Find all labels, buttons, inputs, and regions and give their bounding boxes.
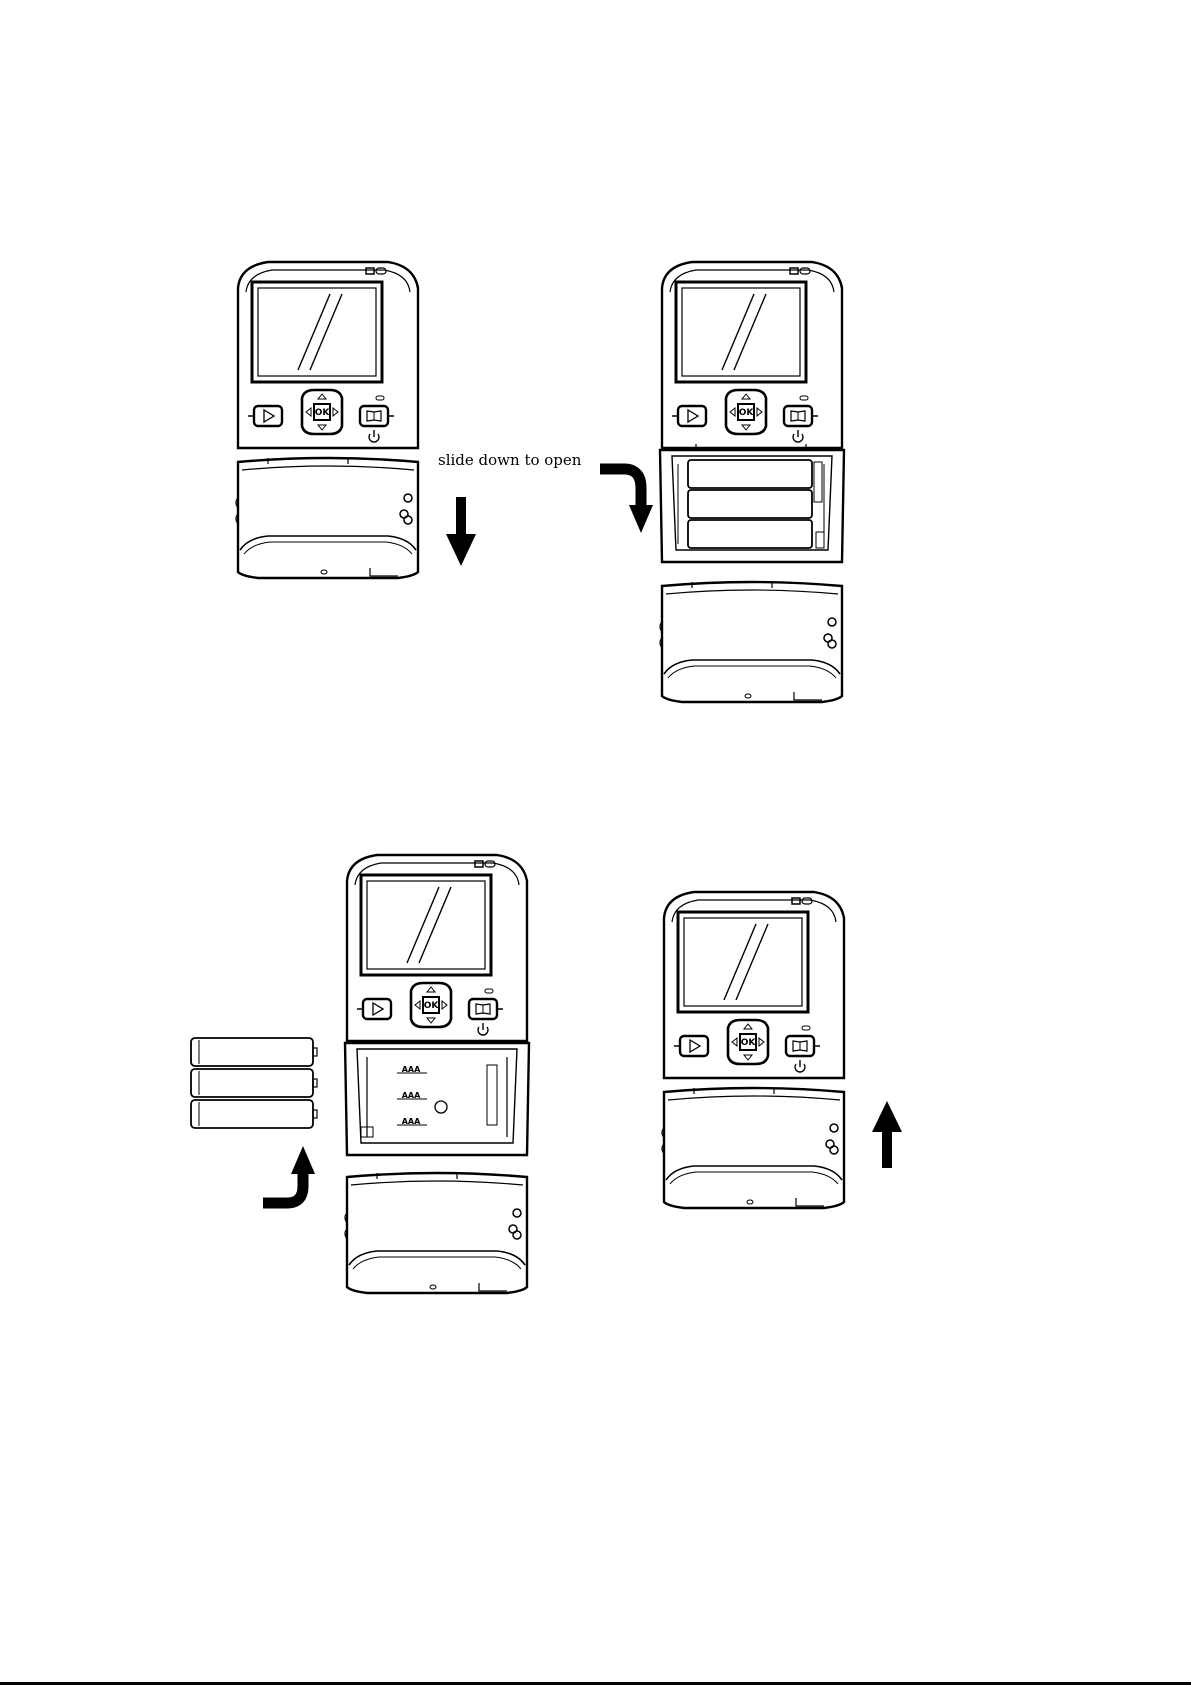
ok-label-3: OK xyxy=(424,1001,440,1011)
ok-label-1: OK xyxy=(315,408,331,418)
battery-aaa-2 xyxy=(191,1069,317,1097)
battery-aaa-1 xyxy=(191,1038,317,1066)
battery-aaa-3 xyxy=(191,1100,317,1128)
down-arrow-icon xyxy=(446,497,476,566)
aaa-label-2: AAA xyxy=(402,1091,421,1100)
curved-down-arrow-icon xyxy=(600,469,653,533)
slide-instruction: slide down to open xyxy=(438,451,581,469)
device-closed-2 xyxy=(662,892,844,1208)
device-open-full xyxy=(660,262,844,702)
device-closed-1 xyxy=(236,262,418,578)
curved-up-arrow-icon xyxy=(263,1146,315,1203)
device-open-empty xyxy=(345,855,529,1293)
aaa-label-1: AAA xyxy=(402,1065,421,1074)
ok-label-4: OK xyxy=(741,1038,757,1048)
up-arrow-icon xyxy=(872,1101,902,1168)
aaa-label-3: AAA xyxy=(402,1117,421,1126)
ok-label-2: OK xyxy=(739,408,755,418)
